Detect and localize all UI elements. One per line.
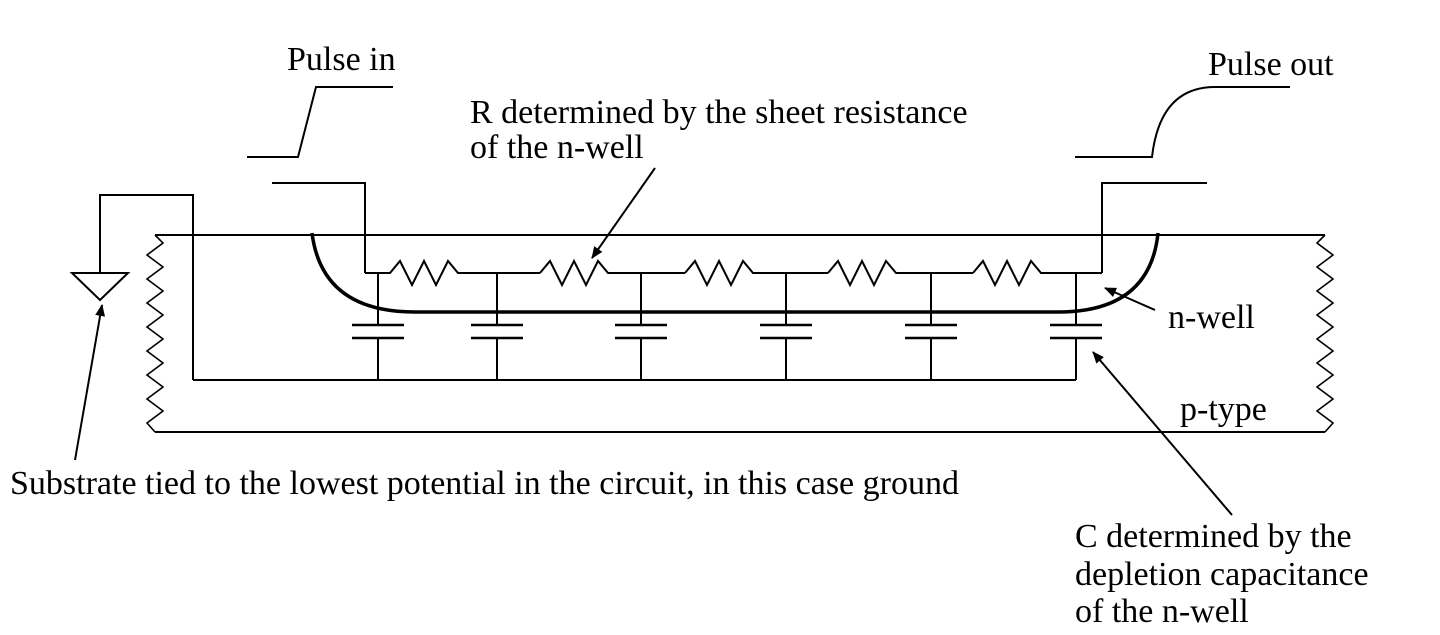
n-well-label: n-well [1168,299,1255,336]
r-arrow [591,167,656,259]
resistor-4 [827,258,973,288]
c-label-line-1: C determined by the [1075,518,1352,555]
resistor-1 [365,258,540,288]
capacitor-5 [905,273,957,380]
ground-symbol-icon [69,194,194,380]
n-well-outline [310,232,1160,314]
substrate-left-break [145,234,165,433]
p-type-label: p-type [1180,391,1267,428]
capacitor-4 [760,273,812,380]
r-label-line-2: of the n-well [470,129,644,166]
substrate-block [145,234,1335,433]
capacitor-3 [615,273,667,380]
c-label-line-2: depletion capacitance [1075,556,1369,593]
resistor-3 [684,258,828,288]
substrate-label: Substrate tied to the lowest potential i… [10,465,959,502]
output-terminal-wire [1101,182,1207,273]
capacitor-1 [352,273,404,380]
substrate-arrow [74,304,106,461]
input-terminal-wire [272,182,366,273]
resistor-5 [972,258,1102,288]
substrate-right-break [1315,234,1335,433]
capacitor-2 [471,273,523,380]
c-label-line-3: of the n-well [1075,593,1249,630]
pulse-out-waveform [1075,86,1290,158]
pulse-out-label: Pulse out [1208,46,1334,83]
capacitor-6 [1050,273,1102,380]
pulse-in-waveform [247,86,393,158]
n-well-arrow [1104,287,1156,311]
pulse-in-label: Pulse in [287,41,396,78]
r-label-line-1: R determined by the sheet resistance [470,94,968,131]
resistor-2 [539,258,685,288]
resistor-chain [365,258,1102,288]
c-arrow [1092,351,1233,516]
